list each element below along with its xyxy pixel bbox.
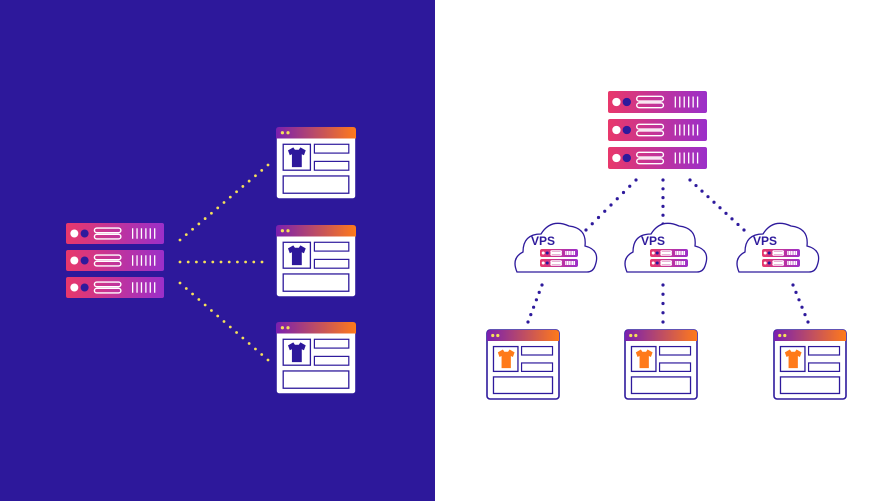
server-unit	[608, 91, 707, 113]
window-title-bar	[774, 330, 846, 342]
vps-label: VPS	[753, 234, 777, 248]
vps-label: VPS	[531, 234, 555, 248]
window-title-bar	[276, 322, 356, 334]
description-box	[779, 376, 841, 395]
description-box	[282, 273, 350, 292]
description-box	[492, 376, 554, 395]
vps-label: VPS	[641, 234, 665, 248]
connection-line	[526, 283, 544, 324]
window-title-bar	[276, 127, 356, 139]
server-unit	[66, 223, 164, 244]
tshirt-icon	[287, 245, 306, 266]
server-unit	[608, 147, 707, 169]
shared-server-icon	[66, 223, 164, 298]
server-unit	[66, 277, 164, 298]
product-image-frame	[282, 338, 312, 366]
description-box	[282, 175, 350, 194]
diagram-objects: VPS VPS VPS	[66, 91, 847, 400]
connection-line	[178, 281, 270, 362]
server-unit	[608, 119, 707, 141]
product-image-frame	[630, 345, 657, 373]
connection-line	[584, 178, 638, 232]
connection-line	[688, 178, 746, 232]
window-title-bar	[625, 330, 697, 342]
connection-line	[661, 283, 665, 324]
connection-line	[791, 283, 810, 324]
connection-line	[661, 178, 665, 226]
tshirt-icon	[497, 349, 515, 369]
product-image-frame	[282, 143, 312, 171]
storefront-window-icon	[275, 321, 357, 395]
storefront-window-icon	[275, 224, 357, 298]
storefront-window-icon	[773, 329, 847, 400]
description-box	[630, 376, 692, 395]
window-title-bar	[487, 330, 559, 342]
vps-host-server-icon	[608, 91, 707, 169]
vps-cloud-node: VPS	[736, 222, 820, 273]
connection-line	[178, 260, 264, 264]
description-box	[282, 370, 350, 389]
tshirt-icon	[784, 349, 802, 369]
vps-cloud-node: VPS	[624, 222, 708, 273]
storefront-window-icon	[275, 126, 357, 200]
connection-line	[178, 163, 270, 242]
product-image-frame	[492, 345, 519, 373]
tshirt-icon	[635, 349, 653, 369]
window-title-bar	[276, 225, 356, 237]
product-image-frame	[779, 345, 806, 373]
storefront-window-icon	[624, 329, 698, 400]
storefront-window-icon	[486, 329, 560, 400]
tshirt-icon	[287, 342, 306, 363]
product-image-frame	[282, 241, 312, 269]
connection-lines	[178, 163, 810, 362]
server-unit	[66, 250, 164, 271]
tshirt-icon	[287, 147, 306, 168]
vps-cloud-node: VPS	[514, 222, 598, 273]
